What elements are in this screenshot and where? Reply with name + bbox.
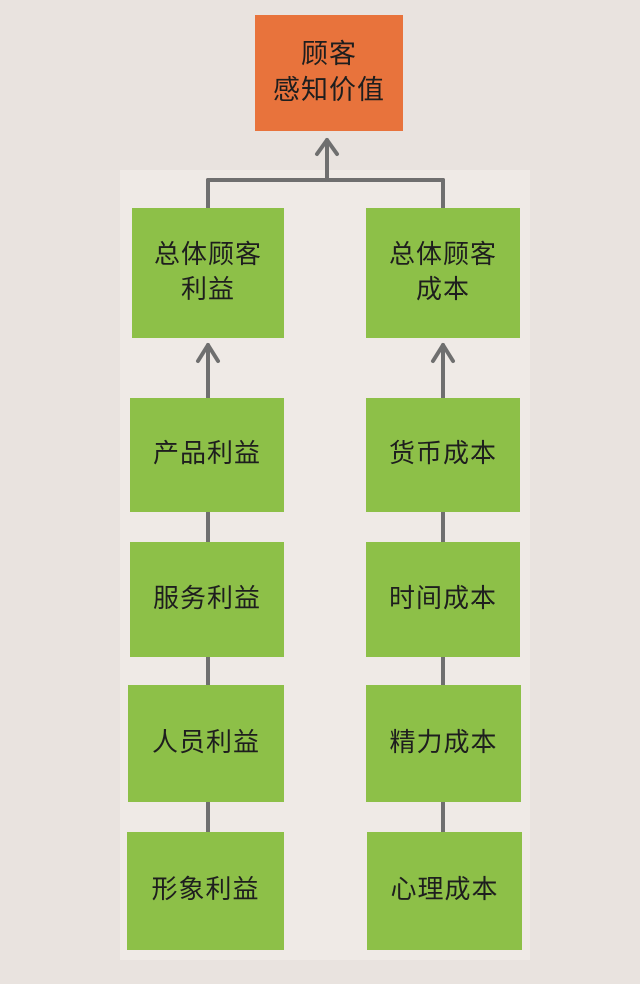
arrow-head-benefit (196, 343, 220, 363)
box-psychological-cost: 心理成本 (367, 832, 522, 950)
box-energy-cost: 精力成本 (366, 685, 521, 802)
box-total-customer-cost: 总体顾客 成本 (366, 208, 520, 338)
arrow-head-cost (431, 343, 455, 363)
arrow-head-top (315, 138, 339, 156)
box-personnel-benefit: 人员利益 (128, 685, 284, 802)
box-total-customer-benefit: 总体顾客 利益 (132, 208, 284, 338)
box-product-benefit: 产品利益 (130, 398, 284, 512)
box-monetary-cost: 货币成本 (366, 398, 520, 512)
box-image-benefit: 形象利益 (127, 832, 284, 950)
box-customer-perceived-value: 顾客 感知价值 (255, 15, 403, 131)
box-time-cost: 时间成本 (366, 542, 520, 657)
box-service-benefit: 服务利益 (130, 542, 284, 657)
